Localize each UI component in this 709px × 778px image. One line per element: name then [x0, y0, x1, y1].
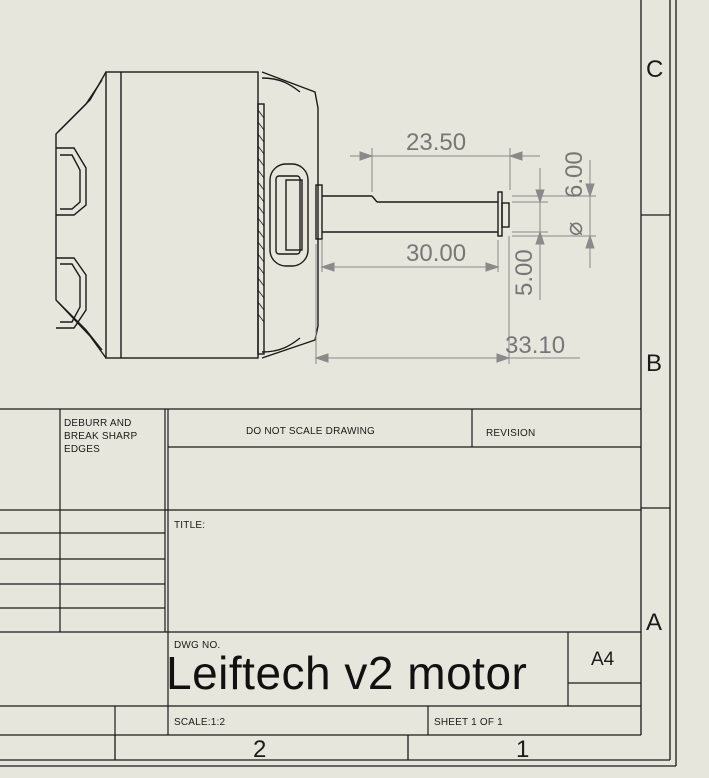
- sheet-count: SHEET 1 OF 1: [434, 717, 503, 728]
- zone-row-b: B: [646, 350, 663, 377]
- motor-side-view: [55, 71, 510, 359]
- dim-overall-shaft: 30.00: [406, 240, 466, 267]
- dim-flat-depth: 5.00: [511, 249, 538, 296]
- drawing-number: Leiftech v2 motor: [166, 647, 528, 699]
- scale-label: SCALE:1:2: [174, 717, 226, 728]
- dim-diameter: 6.00: [561, 151, 588, 198]
- sheet-border: [0, 0, 677, 767]
- zone-col-2: 2: [253, 736, 267, 763]
- deburr-note: DEBURR AND BREAK SHARP EDGES: [64, 418, 138, 455]
- zone-row-a: A: [646, 609, 663, 636]
- dim-total-length: 33.10: [505, 332, 565, 359]
- zone-col-1: 1: [516, 736, 530, 763]
- revision-label: REVISION: [486, 428, 536, 439]
- dwg-no-label: DWG NO.: [174, 640, 221, 651]
- dimension-text: 23.50 30.00 33.10 5.00 6.00 ⌀: [406, 129, 588, 359]
- dimension-lines: [314, 148, 596, 364]
- sheet-size: A4: [591, 649, 615, 670]
- do-not-scale-note: DO NOT SCALE DRAWING: [246, 426, 376, 437]
- title-block-grid: [0, 408, 641, 735]
- zone-row-c: C: [646, 56, 664, 83]
- dim-shaft-length: 23.50: [406, 129, 466, 156]
- dim-diameter-symbol: ⌀: [561, 222, 588, 236]
- title-label: TITLE:: [174, 520, 206, 531]
